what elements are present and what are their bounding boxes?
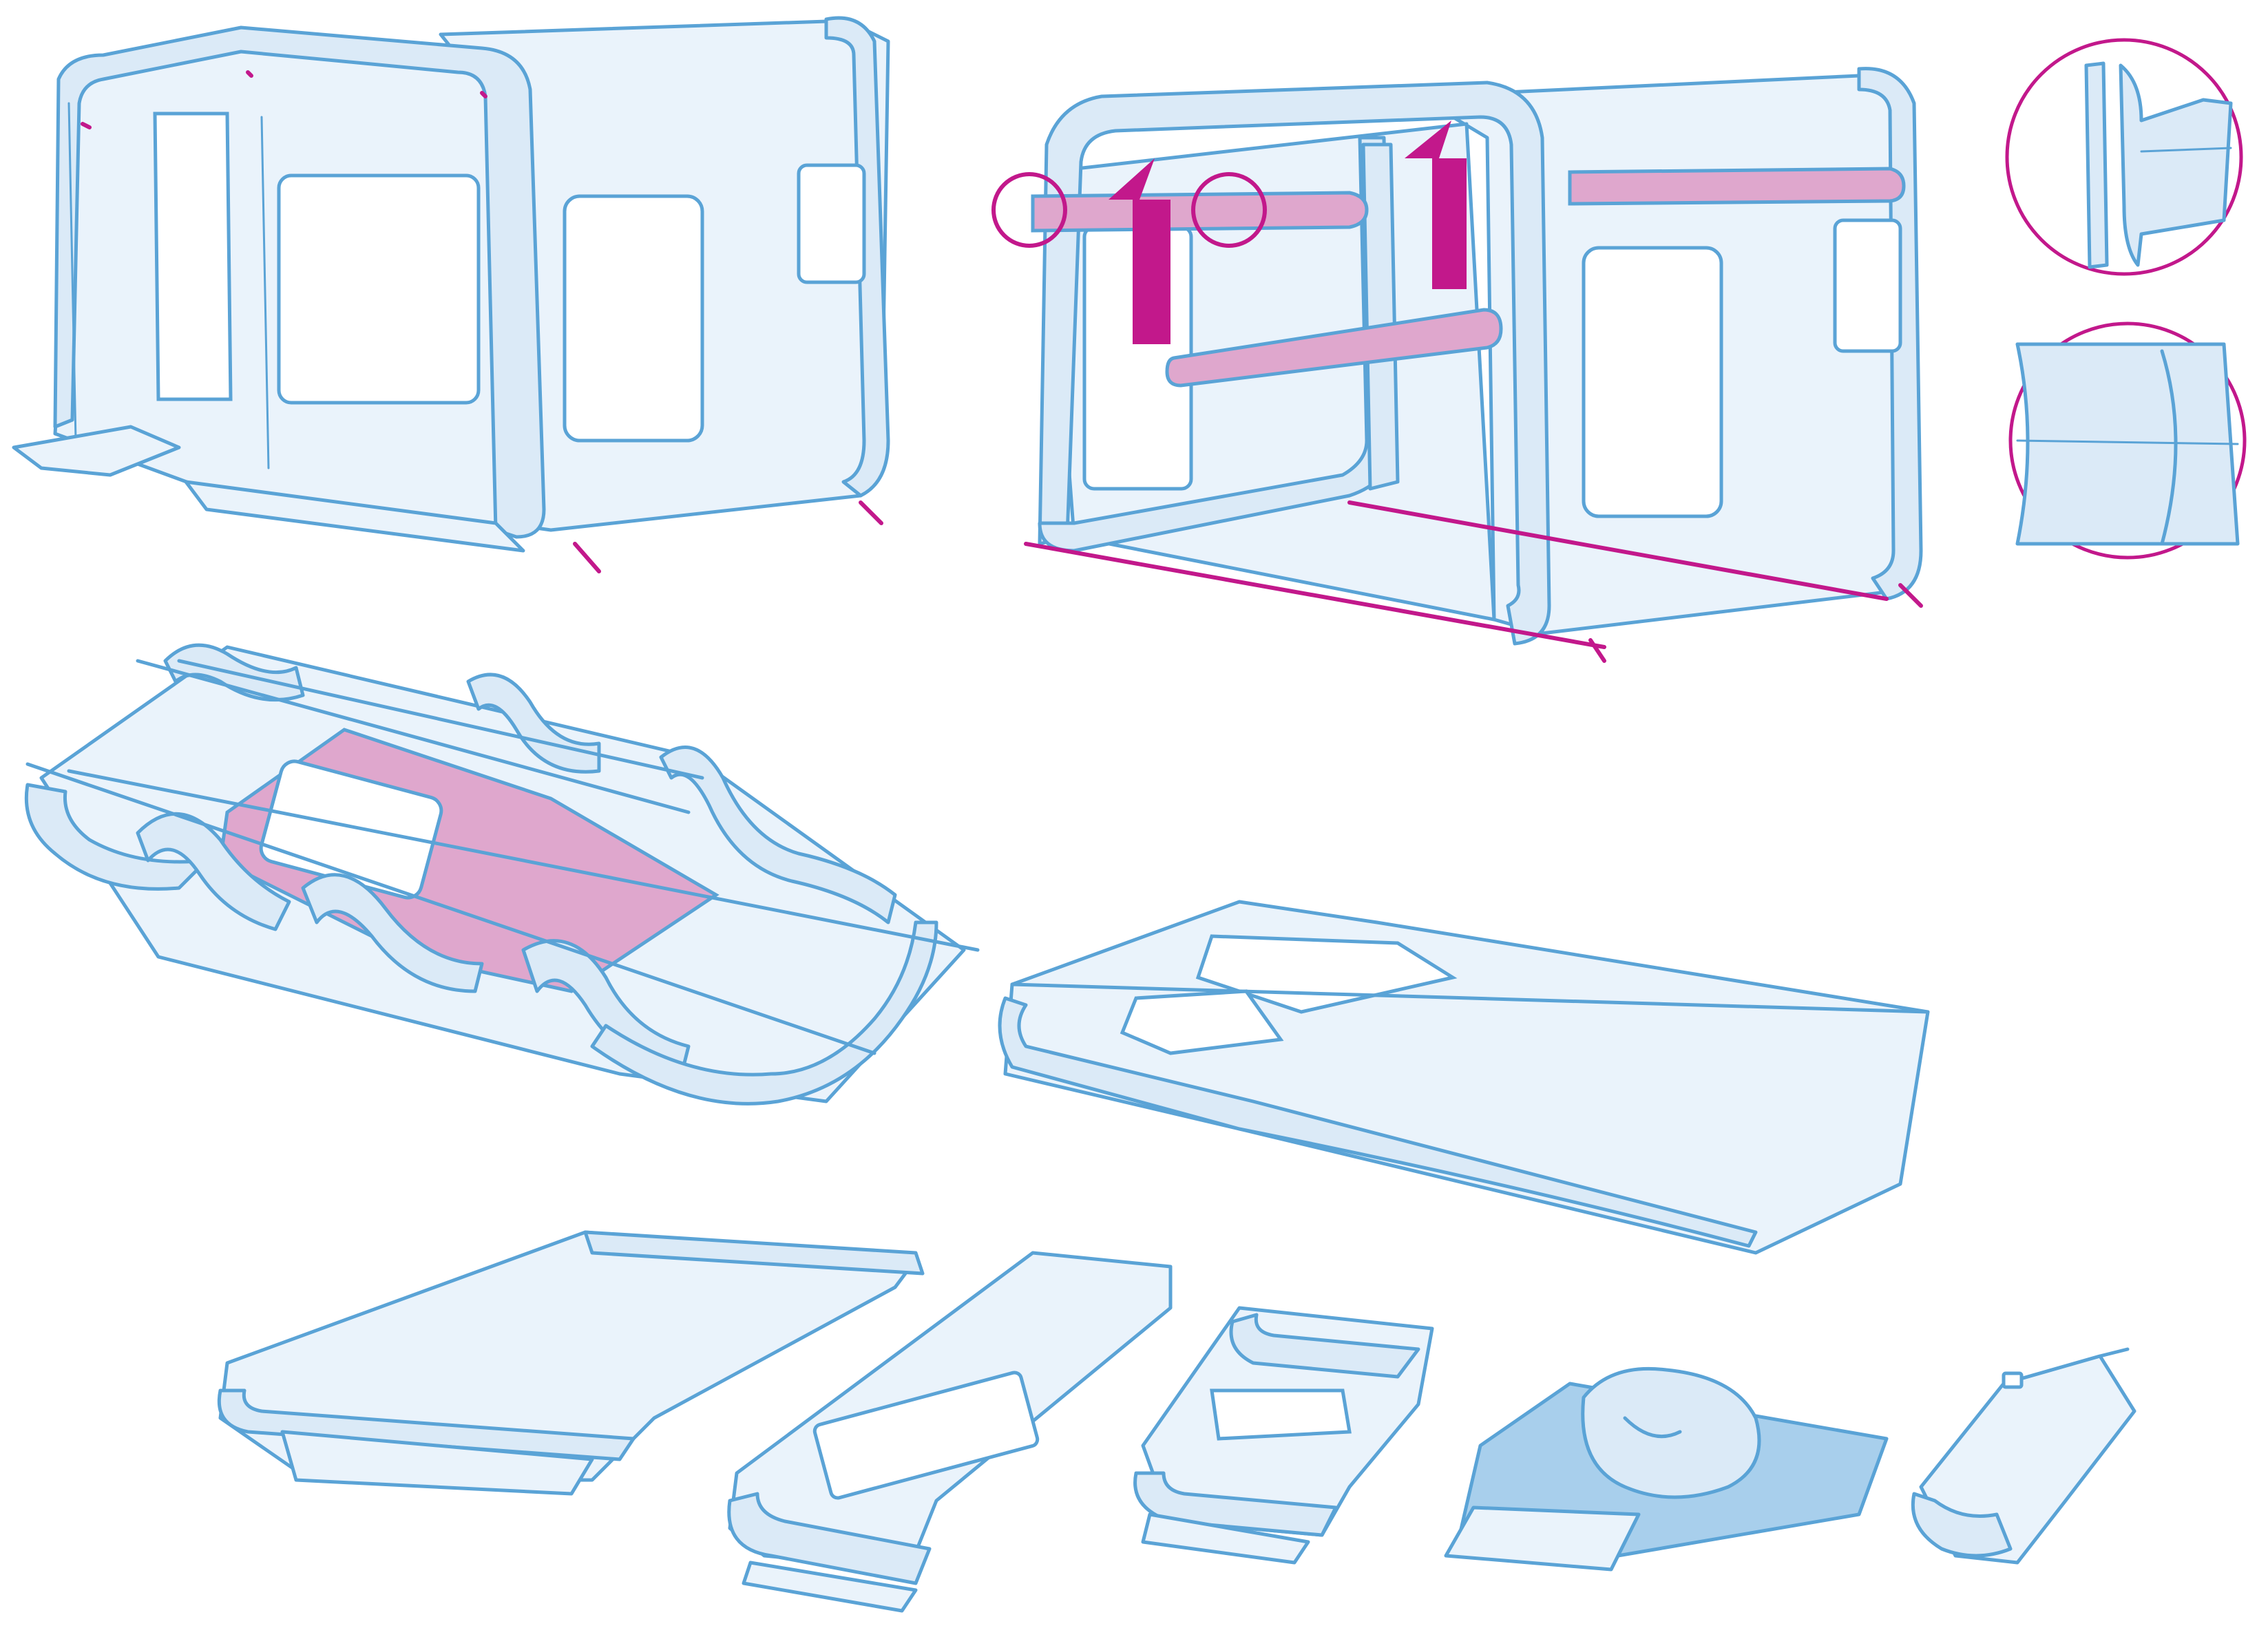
tent-packed-in-bag [1911, 1347, 2136, 1565]
detail-zip-connection [2005, 38, 2243, 276]
tent-folded-in-half [217, 1230, 925, 1496]
tent-roll-wrapped [1444, 1366, 1889, 1572]
tent-rolled-step-2 [1133, 1306, 1434, 1565]
tent-folded-rectangle [998, 900, 1930, 1255]
tent-rolled-step-1 [727, 1251, 1173, 1613]
assembled-tent [12, 16, 890, 573]
deflated-tent-flattened [24, 643, 980, 1106]
detail-tube-strap [2008, 321, 2247, 560]
tent-frame-beam-insertion [991, 67, 1923, 663]
